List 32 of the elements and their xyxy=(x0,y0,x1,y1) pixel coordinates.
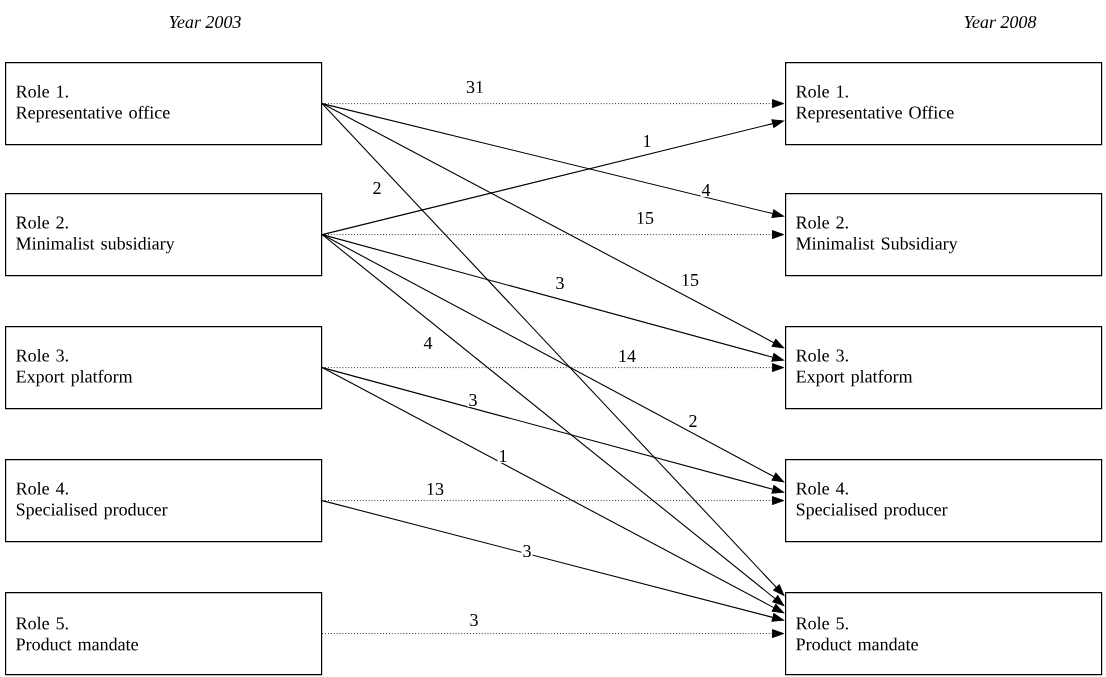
edge-label: 31 xyxy=(465,79,485,95)
role-box: Role 3. Export platform xyxy=(5,326,323,410)
edge-label: 15 xyxy=(635,210,655,226)
role-box: Role 2. Minimalist Subsidiary xyxy=(785,193,1103,277)
column-heading: Year 2003 xyxy=(169,15,241,29)
edge-label: 3 xyxy=(521,543,533,559)
arrow xyxy=(321,234,785,483)
role-box: Role 4. Specialised producer xyxy=(785,459,1103,543)
role-box: Role 3. Export platform xyxy=(785,326,1103,410)
edge-label: 1 xyxy=(497,449,509,463)
role-box: Role 1. Representative Office xyxy=(785,62,1103,146)
edge-label: 14 xyxy=(617,349,637,363)
edge-label: 4 xyxy=(700,183,712,197)
edge-label: 3 xyxy=(467,392,479,408)
role-box: Role 4. Specialised producer xyxy=(5,459,323,543)
role-box: Role 2. Minimalist subsidiary xyxy=(5,193,323,277)
role-box: Role 5. Product mandate xyxy=(5,592,323,676)
role-box: Role 5. Product mandate xyxy=(785,592,1103,676)
arrow xyxy=(321,629,785,639)
edge-label: 13 xyxy=(425,481,445,497)
edge-label: 4 xyxy=(422,336,434,350)
edge-label: 15 xyxy=(680,272,700,288)
edge-label: 3 xyxy=(468,612,480,628)
edge-label: 3 xyxy=(554,275,566,291)
edge-label: 2 xyxy=(371,181,383,195)
arrow xyxy=(321,367,785,614)
edge-label: 2 xyxy=(687,414,699,428)
column-heading: Year 2008 xyxy=(964,15,1037,29)
arrow xyxy=(321,234,785,607)
edge-label: 1 xyxy=(641,134,653,148)
role-box: Role 1. Representative office xyxy=(5,62,323,146)
arrow xyxy=(321,103,785,349)
